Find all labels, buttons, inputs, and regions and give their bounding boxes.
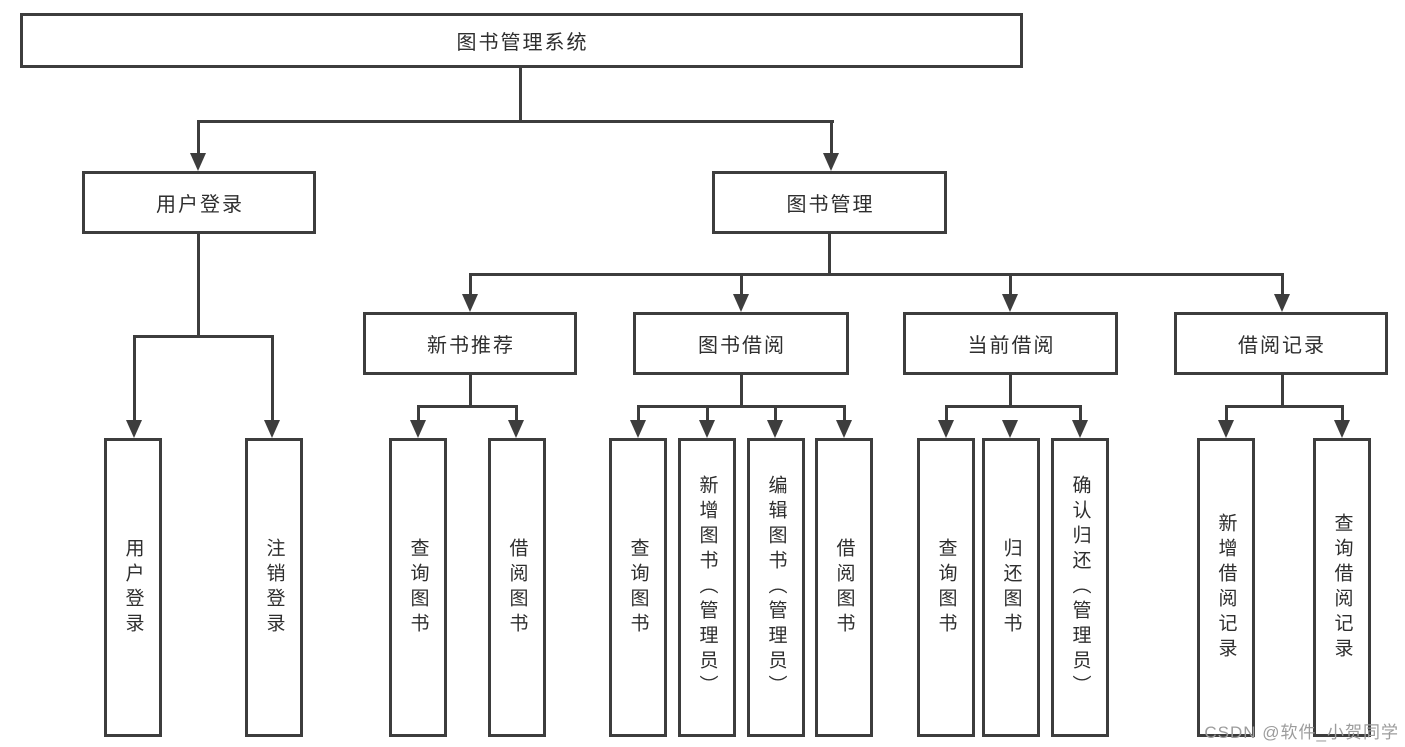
arrow-down-icon (1002, 294, 1018, 312)
arrow-down-icon (462, 294, 478, 312)
node-label: 注销登录 (263, 537, 285, 638)
node-label: 借阅记录 (1238, 335, 1326, 357)
connector-line (417, 405, 420, 422)
node-leaf-bb-query-book: 查询图书 (609, 438, 667, 737)
connector-line (706, 405, 709, 422)
connector-line (1009, 273, 1012, 297)
node-label: 新增借阅记录 (1215, 512, 1237, 663)
arrow-down-icon (1072, 420, 1088, 438)
node-leaf-br-add-record: 新增借阅记录 (1197, 438, 1255, 737)
connector-line (515, 405, 518, 422)
node-label: 查询图书 (407, 537, 429, 638)
arrow-down-icon (836, 420, 852, 438)
connector-line (740, 273, 743, 297)
arrow-down-icon (410, 420, 426, 438)
node-leaf-user-login: 用户登录 (104, 438, 162, 737)
node-borrow-record: 借阅记录 (1174, 312, 1388, 375)
node-leaf-br-query-record: 查询借阅记录 (1313, 438, 1371, 737)
connector-line (1225, 405, 1228, 422)
connector-line (197, 120, 834, 123)
node-label: 新增图书（管理员） (696, 475, 718, 700)
connector-line (843, 405, 846, 422)
arrow-down-icon (264, 420, 280, 438)
node-leaf-cb-query-book: 查询图书 (917, 438, 975, 737)
node-label: 归还图书 (1000, 537, 1022, 638)
node-leaf-cb-confirm-return: 确认归还（管理员） (1051, 438, 1109, 737)
connector-line (519, 68, 522, 123)
node-label: 当前借阅 (967, 335, 1056, 357)
node-leaf-nbr-borrow-book: 借阅图书 (488, 438, 546, 737)
arrow-down-icon (1218, 420, 1234, 438)
connector-line (1341, 405, 1344, 422)
arrow-down-icon (1274, 294, 1290, 312)
connector-line (828, 234, 831, 276)
node-book-borrow: 图书借阅 (633, 312, 849, 375)
connector-line (469, 375, 472, 408)
arrow-down-icon (823, 153, 839, 171)
node-label: 查询借阅记录 (1331, 512, 1353, 663)
node-label: 新书推荐 (427, 335, 515, 357)
node-label: 用户登录 (122, 537, 144, 638)
node-leaf-cb-return-book: 归还图书 (982, 438, 1040, 737)
connector-line (469, 273, 472, 297)
node-leaf-logout: 注销登录 (245, 438, 303, 737)
arrow-down-icon (508, 420, 524, 438)
connector-line (1009, 375, 1012, 408)
arrow-down-icon (938, 420, 954, 438)
connector-line (774, 405, 777, 422)
node-leaf-bb-edit-book: 编辑图书（管理员） (747, 438, 805, 737)
connector-line (637, 405, 640, 422)
node-book-management: 图书管理 (712, 171, 947, 234)
node-label: 图书管理系统 (456, 32, 589, 54)
node-leaf-bb-borrow-book: 借阅图书 (815, 438, 873, 737)
connector-line (133, 335, 274, 338)
connector-line (1225, 405, 1343, 408)
node-label: 查询图书 (627, 537, 649, 638)
connector-line (945, 405, 948, 422)
node-library-system: 图书管理系统 (20, 13, 1023, 68)
node-new-book-recommend: 新书推荐 (363, 312, 577, 375)
connector-line (1281, 273, 1284, 297)
arrow-down-icon (126, 420, 142, 438)
node-leaf-nbr-query-book: 查询图书 (389, 438, 447, 737)
arrow-down-icon (1002, 420, 1018, 438)
connector-line (637, 405, 846, 408)
node-user-login: 用户登录 (82, 171, 316, 234)
node-label: 编辑图书（管理员） (765, 475, 787, 700)
connector-line (1079, 405, 1082, 422)
connector-line (417, 405, 518, 408)
connector-line (1281, 375, 1284, 408)
node-label: 借阅图书 (833, 537, 855, 638)
node-label: 借阅图书 (506, 537, 528, 638)
node-label: 确认归还（管理员） (1069, 475, 1091, 700)
connector-line (830, 120, 833, 156)
arrow-down-icon (733, 294, 749, 312)
connector-line (469, 273, 1283, 276)
connector-line (740, 375, 743, 408)
node-current-borrow: 当前借阅 (903, 312, 1118, 375)
node-label: 图书借阅 (698, 335, 786, 357)
node-label: 用户登录 (156, 194, 244, 216)
arrow-down-icon (630, 420, 646, 438)
node-label: 查询图书 (935, 537, 957, 638)
connector-line (271, 335, 274, 421)
node-leaf-bb-add-book: 新增图书（管理员） (678, 438, 736, 737)
connector-line (945, 405, 1082, 408)
connector-line (197, 234, 200, 338)
arrow-down-icon (1334, 420, 1350, 438)
connector-line (133, 335, 136, 421)
arrow-down-icon (699, 420, 715, 438)
arrow-down-icon (190, 153, 206, 171)
connector-line (197, 120, 200, 156)
node-label: 图书管理 (786, 194, 875, 216)
watermark-text: CSDN @软件_小贺同学 (1204, 723, 1399, 742)
arrow-down-icon (767, 420, 783, 438)
